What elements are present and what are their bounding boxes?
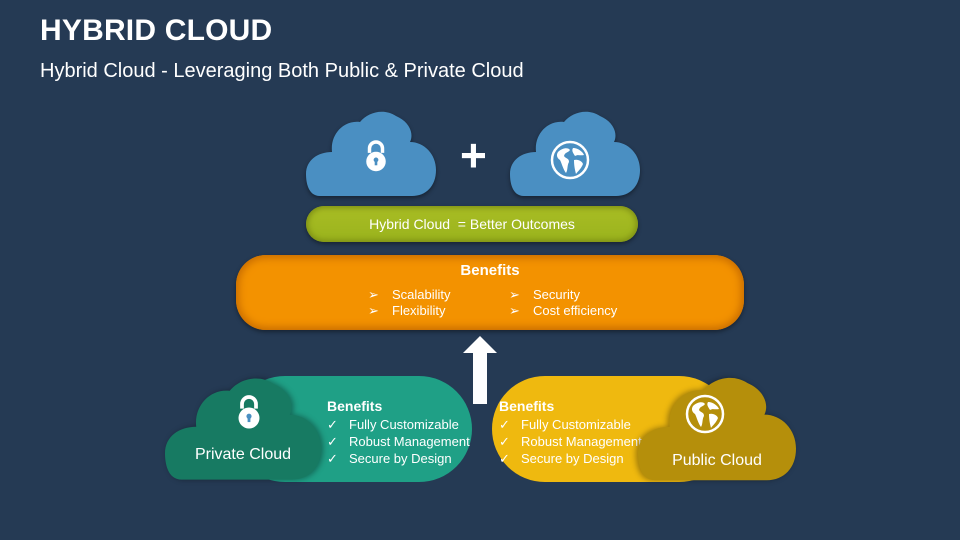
arrow-bullet-icon: ➢ (368, 303, 379, 318)
plus-operator: + (460, 129, 487, 181)
arrow-bullet-icon: ➢ (509, 287, 520, 302)
benefit-item: ➢Cost efficiency (509, 303, 618, 318)
check-icon: ✓ (327, 417, 338, 432)
list-item: ✓Fully Customizable (499, 417, 631, 432)
hybrid-benefits-panel: Benefits ➢Scalability ➢Flexibility ➢Secu… (236, 255, 744, 330)
benefit-item: ➢Flexibility (368, 303, 446, 318)
hybrid-equation-banner: Hybrid Cloud = Better Outcomes (306, 206, 638, 242)
list-item: ✓Secure by Design (327, 451, 452, 466)
arrow-bullet-icon: ➢ (368, 287, 379, 302)
list-item: ✓Robust Management (499, 434, 642, 449)
up-arrow-icon (463, 336, 497, 404)
list-item: ✓Robust Management (327, 434, 470, 449)
public-benefits-heading: Benefits (499, 398, 555, 414)
check-icon: ✓ (499, 451, 510, 466)
benefit-item: ➢Scalability (368, 287, 451, 302)
benefits-heading: Benefits (460, 262, 520, 279)
private-benefits-list: Benefits ✓Fully Customizable ✓Robust Man… (327, 398, 470, 467)
public-cloud-label: Public Cloud (672, 452, 762, 469)
list-item: ✓Fully Customizable (327, 417, 459, 432)
check-icon: ✓ (499, 434, 510, 449)
list-item: ✓Secure by Design (499, 451, 624, 466)
private-benefits-heading: Benefits (327, 398, 383, 414)
check-icon: ✓ (327, 451, 338, 466)
slide-subtitle: Hybrid Cloud - Leveraging Both Public & … (40, 60, 524, 82)
check-icon: ✓ (327, 434, 338, 449)
arrow-bullet-icon: ➢ (509, 303, 520, 318)
slide-title: HYBRID CLOUD (40, 14, 273, 47)
check-icon: ✓ (499, 417, 510, 432)
private-cloud-label: Private Cloud (194, 446, 292, 463)
public-benefits-list: Benefits ✓Fully Customizable ✓Robust Man… (499, 398, 642, 467)
benefits-list-right: ➢Security ➢Cost efficiency (509, 287, 617, 319)
private-cloud-shape (165, 378, 321, 480)
benefit-item: ➢Security (509, 287, 580, 302)
benefits-list-left: ➢Scalability ➢Flexibility (368, 287, 451, 319)
